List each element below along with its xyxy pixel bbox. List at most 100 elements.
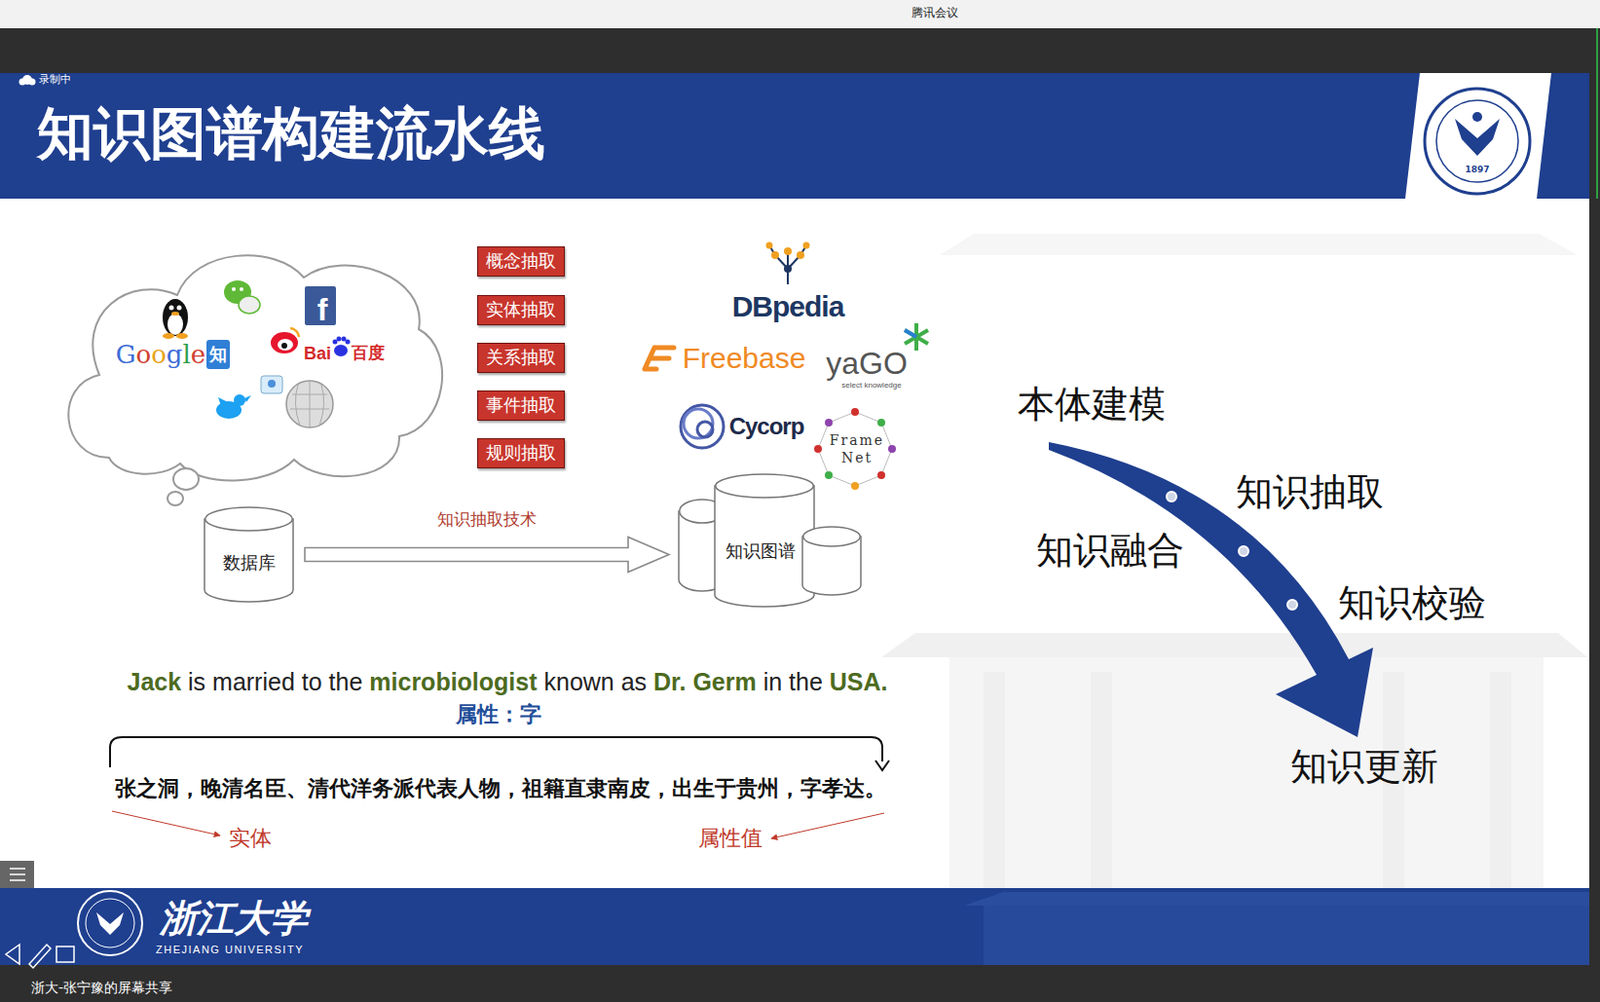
example-sentence: known [543, 668, 614, 696]
pipeline-curved-arrow [1238, 546, 1249, 557]
weibo-icon [270, 328, 299, 354]
example-sentence [822, 668, 830, 696]
university-seal [1472, 111, 1483, 122]
extraction-step-box: 关系抽取 [477, 342, 565, 373]
knowledge-graph-cylinder [803, 526, 861, 547]
zhihu-icon [206, 339, 230, 370]
wechat-icon [231, 287, 236, 292]
yago-asterisk-icon [904, 323, 929, 351]
university-seal [1436, 100, 1519, 183]
example-sentence: Jack [126, 668, 182, 696]
university-seal [1424, 88, 1530, 194]
example-sentence: 张之洞，晚清名臣、清代洋务派代表人物，祖籍直隶南皮，出生于贵州，字孝达。 [114, 776, 887, 801]
yago-tagline: select knowledge [841, 380, 901, 390]
pipeline-curved-arrow [1166, 491, 1177, 502]
weibo-icon [281, 342, 288, 349]
dbpedia-logo-icon [803, 242, 811, 250]
dbpedia-logo-icon [766, 242, 774, 250]
entity-callout: 实体 [228, 825, 272, 851]
baidu-paw-icon [345, 339, 351, 345]
framenet-network-icon [824, 471, 833, 480]
example-sentence: Jack is married to the microbiologist kn… [126, 668, 888, 697]
framenet-network-icon [814, 408, 896, 490]
data-cloud [167, 491, 184, 506]
freebase-logo: Freebase [682, 341, 807, 376]
knowledge-graph-cylinder [714, 485, 815, 607]
pipeline-stage: 本体建模 [1017, 383, 1166, 427]
extraction-step-box: 概念抽取 [477, 246, 565, 277]
dbpedia-logo-icon [769, 245, 807, 285]
pipeline-stage: 知识融合 [1036, 529, 1185, 573]
example-sentence [295, 668, 302, 696]
watermark-building [949, 657, 1544, 889]
baidu-logo: 百度 [351, 343, 385, 364]
example-sentence [614, 668, 622, 696]
example-sentence: in [763, 668, 782, 696]
leader-line [111, 811, 885, 839]
qq-penguin-icon [167, 313, 184, 335]
qq-penguin-icon [162, 298, 188, 336]
dbpedia-logo-icon [771, 251, 780, 260]
side-toolbar-icon [0, 860, 35, 889]
attribute-bracket [875, 760, 890, 771]
freebase-logo-icon [644, 347, 674, 370]
recording-icon [19, 74, 37, 86]
google-logo: g [166, 339, 184, 370]
pipeline-stage: 知识抽取 [1235, 471, 1384, 515]
email-icon [260, 375, 283, 394]
example-sentence [205, 668, 213, 696]
footer-seal [77, 891, 143, 956]
slide-nav-icons [29, 944, 51, 968]
framenet-network-icon [877, 471, 886, 480]
watermark-building [1090, 671, 1113, 889]
baidu-paw-icon [333, 339, 338, 345]
qq-penguin-icon [171, 311, 180, 316]
google-logo: o [136, 339, 152, 370]
baidu-paw-icon [341, 336, 347, 342]
data-cloud [68, 255, 443, 506]
zhihu-icon [206, 339, 230, 370]
watermark-building [983, 671, 1005, 889]
wechat-icon [239, 287, 244, 292]
slide-title: 知识图谱构建流水线 [37, 96, 546, 173]
dbpedia-logo-icon [766, 242, 811, 286]
knowledge-graph-cylinder: 知识图谱 [676, 474, 863, 609]
example-sentence: USA. [829, 668, 889, 696]
slide-ground [0, 73, 1590, 889]
leader-line [771, 813, 885, 839]
dbpedia-logo-icon [783, 247, 792, 256]
attribute-note: 属性：字 [455, 702, 542, 727]
example-sentence: is [187, 668, 206, 696]
title-band [0, 73, 1590, 199]
slide-nav-icons [56, 946, 75, 963]
baidu-paw-icon [333, 336, 351, 358]
example-sentence [685, 668, 693, 696]
university-seal [1454, 118, 1500, 156]
baidu-logo: Bai [303, 343, 332, 365]
cycorp-swirl-icon [697, 421, 713, 438]
google-logo: l [183, 339, 191, 370]
twitter-icon [218, 397, 230, 410]
cycorp-swirl-icon [680, 405, 724, 448]
dbpedia-logo-icon [783, 264, 792, 273]
footer-band [0, 888, 1590, 966]
university-seal [1424, 88, 1530, 194]
wikipedia-globe-icon [290, 380, 330, 428]
qq-penguin-icon [169, 305, 175, 311]
yago-asterisk-icon [904, 323, 929, 351]
title-band [1405, 73, 1552, 199]
slide-nav-icons [5, 944, 75, 968]
example-sentence: to [301, 668, 323, 696]
example-sentence [181, 668, 188, 696]
example-sentence: married [212, 668, 296, 696]
example-sentence: the [788, 668, 823, 696]
framenet-network-icon [851, 482, 859, 490]
example-sentence [537, 668, 545, 696]
twitter-icon [233, 394, 246, 407]
zhihu-logo: 知 [209, 344, 227, 366]
side-toolbar-icon [9, 868, 26, 881]
framenet-logo: Net [841, 449, 873, 466]
